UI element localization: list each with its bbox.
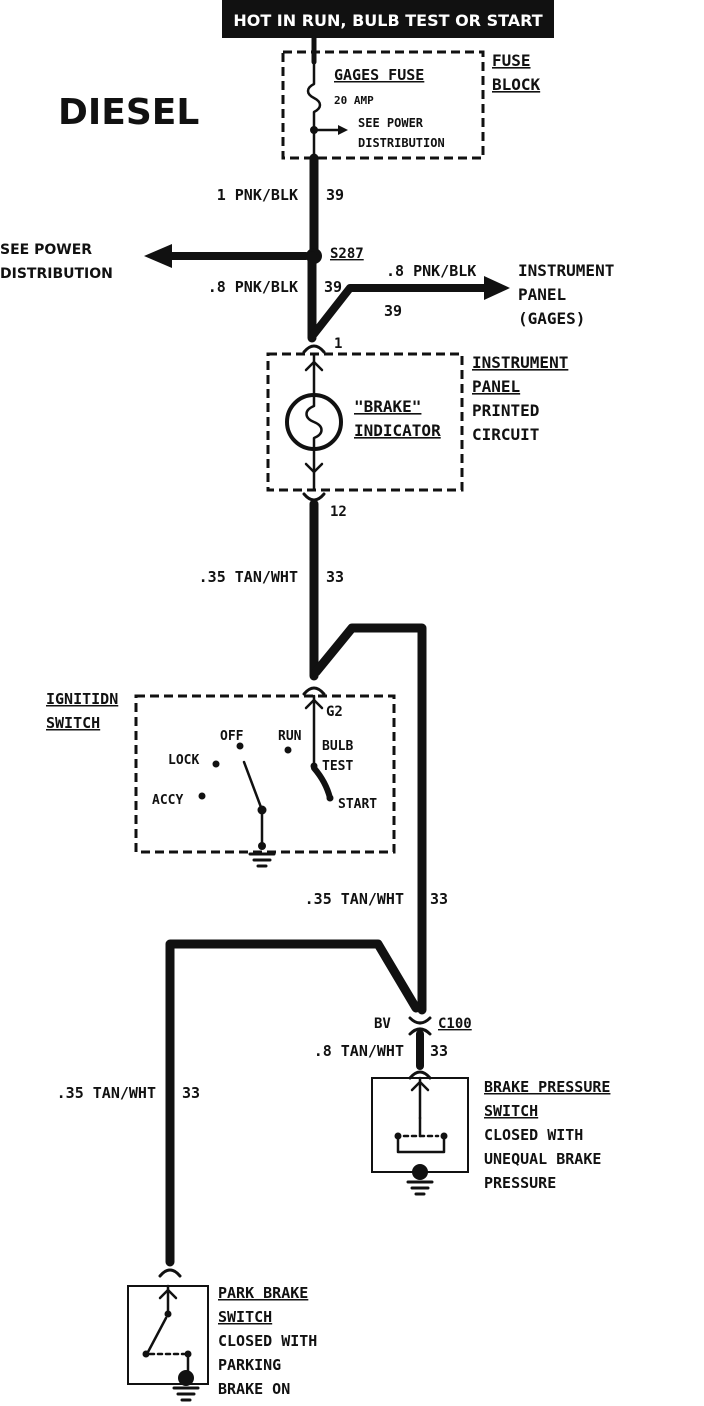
bulb-filament bbox=[305, 394, 323, 450]
connector-g2 bbox=[302, 686, 326, 696]
wire-2-color-label: .8 PNK/BLK bbox=[208, 278, 298, 296]
wire-5-circuit-label: 33 bbox=[430, 890, 448, 908]
wire-6-circuit-label: 33 bbox=[182, 1084, 200, 1102]
instrument-gages-line1: INSTRUMENT bbox=[518, 261, 614, 280]
see-power-left-line1: SEE POWER bbox=[0, 242, 92, 258]
wire-4-circuit-label: 33 bbox=[326, 568, 344, 586]
wire-1-color-label: 1 PNK/BLK bbox=[217, 186, 298, 204]
ignition-switch-box bbox=[134, 694, 396, 854]
connector-pin-1 bbox=[302, 344, 326, 354]
page-title: DIESEL bbox=[58, 92, 199, 133]
ignition-test-label: TEST bbox=[322, 759, 353, 774]
brake-pressure-ground-icon bbox=[406, 1164, 434, 1196]
wire-4-color-label: .35 TAN/WHT bbox=[199, 568, 298, 586]
brake-indicator-line1: "BRAKE" bbox=[354, 397, 421, 416]
ignition-lock-contact bbox=[212, 760, 220, 768]
pin-12-label: 12 bbox=[330, 504, 347, 520]
park-brake-label-line5: BRAKE ON bbox=[218, 1380, 290, 1398]
connector-pin-12 bbox=[302, 492, 326, 502]
ignition-run-contact bbox=[284, 746, 292, 754]
park-brake-label-line4: PARKING bbox=[218, 1356, 281, 1374]
instrument-gages-line2: PANEL bbox=[518, 285, 566, 304]
park-brake-label-line2: SWITCH bbox=[218, 1308, 272, 1326]
brake-pressure-label-line2: SWITCH bbox=[484, 1102, 538, 1120]
ignition-off-contact bbox=[236, 742, 244, 750]
ignition-off-label: OFF bbox=[220, 729, 244, 744]
pin-1-label: 1 bbox=[334, 336, 342, 352]
ignition-accy-contact bbox=[198, 792, 206, 800]
fuse-block-label-line1: FUSE bbox=[492, 51, 531, 70]
connector-c100-label: C100 bbox=[438, 1016, 472, 1032]
header-banner bbox=[222, 0, 554, 38]
fuse-name-label: GAGES FUSE bbox=[334, 66, 424, 84]
park-brake-ground-icon bbox=[172, 1370, 200, 1402]
g2-label: G2 bbox=[326, 704, 343, 720]
ignition-bulb-label: BULB bbox=[322, 739, 353, 754]
wire-7-color-label: .8 TAN/WHT bbox=[314, 1042, 404, 1060]
fuse-see-power-line1: SEE POWER bbox=[358, 116, 424, 130]
see-power-left-line2: DISTRIBUTION bbox=[0, 266, 113, 282]
ignition-switch-label-line1: IGNITIDN bbox=[46, 690, 118, 708]
instrument-panel-label-line3: PRINTED bbox=[472, 401, 539, 420]
wire-3-color-label: .8 PNK/BLK bbox=[386, 262, 476, 280]
wire-1-circuit-label: 39 bbox=[326, 186, 344, 204]
brake-pressure-label-line1: BRAKE PRESSURE bbox=[484, 1078, 610, 1096]
wire-tan-wht-6 bbox=[165, 939, 421, 1267]
header-text: HOT IN RUN, BULB TEST OR START bbox=[233, 11, 542, 30]
fuse-symbol bbox=[306, 60, 322, 162]
connector-bv-label: BV bbox=[374, 1016, 391, 1032]
ignition-run-label: RUN bbox=[278, 729, 302, 744]
wire-7-circuit-label: 33 bbox=[430, 1042, 448, 1060]
connector-brake-pressure bbox=[408, 1070, 432, 1080]
park-brake-switch-arm bbox=[146, 1316, 168, 1354]
fuse-see-power-line2: DISTRIBUTION bbox=[358, 136, 445, 150]
instrument-panel-box bbox=[266, 352, 464, 492]
fuse-rating-label: 20 AMP bbox=[334, 94, 374, 107]
instrument-panel-label-line4: CIRCUIT bbox=[472, 425, 539, 444]
ignition-lock-label: LOCK bbox=[168, 753, 199, 768]
instrument-gages-line3: (GAGES) bbox=[518, 309, 585, 328]
wire-2-circuit-label: 39 bbox=[324, 278, 342, 296]
ignition-accy-label: ACCY bbox=[152, 793, 183, 808]
ignition-start-label: START bbox=[338, 797, 377, 812]
fuse-block-label-line2: BLOCK bbox=[492, 75, 541, 94]
instrument-panel-label-line1: INSTRUMENT bbox=[472, 353, 568, 372]
ignition-ground-icon bbox=[248, 842, 276, 868]
ignition-switch-label-line2: SWITCH bbox=[46, 714, 100, 732]
wire-pnk-blk-3 bbox=[310, 284, 490, 338]
brake-pressure-label-line5: PRESSURE bbox=[484, 1174, 556, 1192]
brake-pressure-label-line3: CLOSED WITH bbox=[484, 1126, 583, 1144]
park-brake-label-line3: CLOSED WITH bbox=[218, 1332, 317, 1350]
brake-pressure-contacts bbox=[396, 1134, 446, 1154]
left-arrow-head bbox=[144, 244, 172, 268]
connector-c100-top bbox=[408, 1016, 432, 1025]
connector-c100-bottom bbox=[408, 1027, 432, 1036]
wire-6-color-label: .35 TAN/WHT bbox=[57, 1084, 156, 1102]
fuse-block-box bbox=[281, 50, 485, 160]
brake-pressure-label-line4: UNEQUAL BRAKE bbox=[484, 1150, 601, 1168]
brake-indicator-line2: INDICATOR bbox=[354, 421, 441, 440]
park-brake-label-line1: PARK BRAKE bbox=[218, 1284, 308, 1302]
splice-s287-label: S287 bbox=[330, 246, 364, 262]
wire-tan-wht-5 bbox=[311, 623, 427, 1015]
wire-3-circuit-label: 39 bbox=[384, 302, 402, 320]
instrument-panel-label-line2: PANEL bbox=[472, 377, 520, 396]
wire-5-color-label: .35 TAN/WHT bbox=[305, 890, 404, 908]
ignition-switch-arm bbox=[242, 760, 264, 812]
connector-park-brake bbox=[158, 1268, 182, 1278]
right-arrow-head bbox=[484, 276, 510, 300]
ignition-start-contact bbox=[326, 794, 334, 802]
